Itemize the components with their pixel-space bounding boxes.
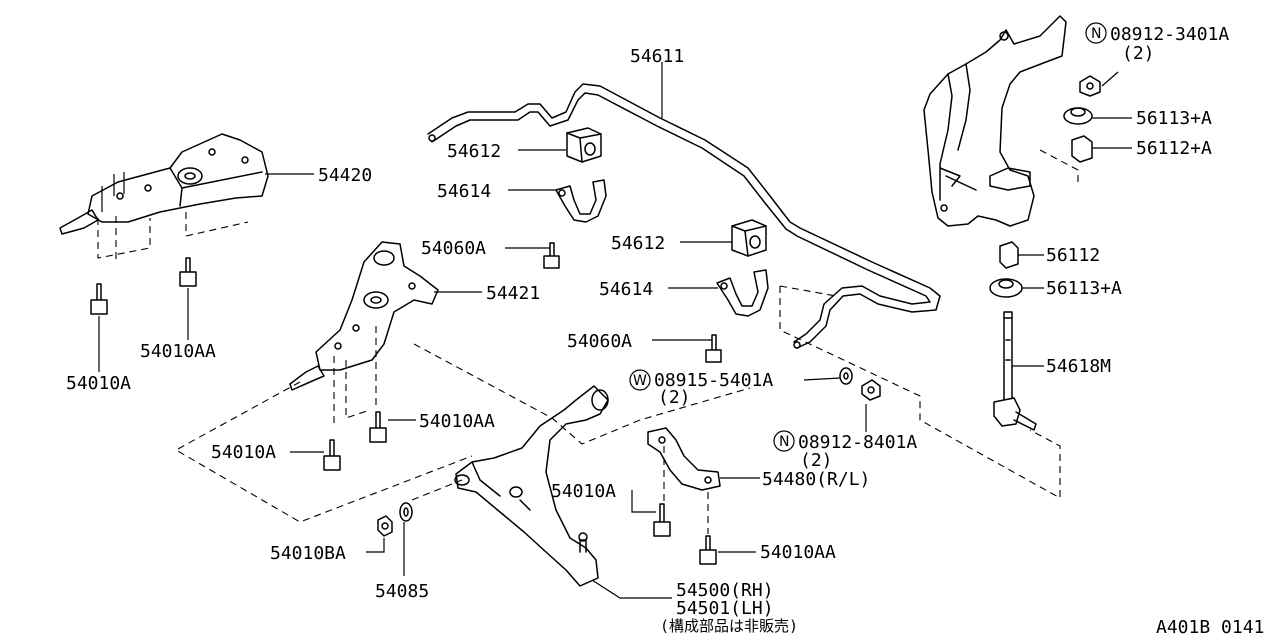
washer-symbol: W: [629, 369, 651, 391]
label-54480: 54480(R/L): [762, 469, 870, 490]
label-54060a-upper: 54060A: [421, 238, 486, 259]
strut-housing: [923, 15, 1067, 227]
label-54421: 54421: [486, 283, 540, 304]
figure-code: A401B 0141: [1156, 617, 1264, 638]
label-54614-lower: 54614: [599, 279, 653, 300]
label-08912-8401a-qty: (2): [800, 450, 833, 471]
mount-56113a-bot: [989, 278, 1023, 298]
label-54010ba: 54010BA: [270, 543, 346, 564]
label-08912-8401a: 08912-8401A: [798, 432, 917, 453]
label-54611: 54611: [630, 46, 684, 67]
bolt-54010a-2: [323, 439, 341, 471]
label-54085: 54085: [375, 581, 429, 602]
clamp-54614-lower: [716, 269, 769, 317]
label-54010a-3: 54010A: [551, 481, 616, 502]
label-54010aa-1: 54010AA: [140, 341, 216, 362]
nut-symbol-top: N: [1085, 22, 1107, 44]
stabilizer-bar: [427, 83, 941, 349]
label-56112: 56112: [1046, 245, 1100, 266]
bushing-54612-upper: [566, 127, 602, 163]
label-54010aa-3: 54010AA: [760, 542, 836, 563]
bracket-54420: [59, 133, 269, 235]
label-08915-5401a: 08915-5401A: [654, 370, 773, 391]
bushing-56112a: [1071, 135, 1093, 163]
label-54010aa-2: 54010AA: [419, 411, 495, 432]
connecting-rod-54618m: [993, 311, 1037, 431]
label-08912-3401a: 08912-3401A: [1110, 24, 1229, 45]
bolt-54060a-upper: [543, 242, 560, 269]
bolt-54010a-3: [653, 503, 671, 537]
label-56113a-bottom: 56113+A: [1046, 278, 1122, 299]
bolt-54010aa-2: [369, 411, 387, 443]
washer-54085: [399, 502, 413, 522]
label-54420: 54420: [318, 165, 372, 186]
reference-lines: [97, 149, 1079, 534]
bushing-56112: [999, 241, 1019, 269]
label-08915-5401a-qty: (2): [658, 387, 691, 408]
clamp-54614-upper: [555, 179, 607, 223]
bolt-54010aa-3: [699, 535, 717, 565]
label-56113a-top: 56113+A: [1136, 108, 1212, 129]
nut-symbol-mid: N: [773, 430, 795, 452]
nut-08912-8401a: [861, 379, 881, 401]
label-08912-3401a-qty: (2): [1122, 43, 1155, 64]
nut-54010ba: [377, 515, 393, 537]
lower-arm: [454, 385, 609, 587]
washer-08915: [839, 367, 853, 385]
nut-symbol-letter: N: [1091, 26, 1101, 42]
bracket-54421: [289, 241, 439, 391]
label-54614-upper: 54614: [437, 181, 491, 202]
label-56112a: 56112+A: [1136, 138, 1212, 159]
leader-lines: [98, 62, 1132, 599]
label-54060a-lower: 54060A: [567, 331, 632, 352]
label-54010a-2: 54010A: [211, 442, 276, 463]
label-54612-lower: 54612: [611, 233, 665, 254]
bushing-54612-lower: [731, 219, 767, 257]
nut-08912-3401a: [1079, 75, 1101, 97]
bolt-54010a-1: [90, 283, 108, 315]
nut-symbol-letter: N: [779, 434, 789, 450]
mount-56113a-top: [1063, 107, 1093, 125]
label-54500: 54500(RH): [676, 580, 774, 601]
label-54501: 54501(LH): [676, 598, 774, 619]
note-components-not-sold: (構成部品は非販売): [660, 617, 798, 635]
label-54618m: 54618M: [1046, 356, 1111, 377]
label-54612-upper: 54612: [447, 141, 501, 162]
bolt-54060a-lower: [705, 334, 722, 363]
bolt-54010aa-1: [179, 257, 197, 287]
clamp-54480: [647, 427, 721, 491]
label-54010a-1: 54010A: [66, 373, 131, 394]
washer-symbol-letter: W: [633, 373, 647, 389]
